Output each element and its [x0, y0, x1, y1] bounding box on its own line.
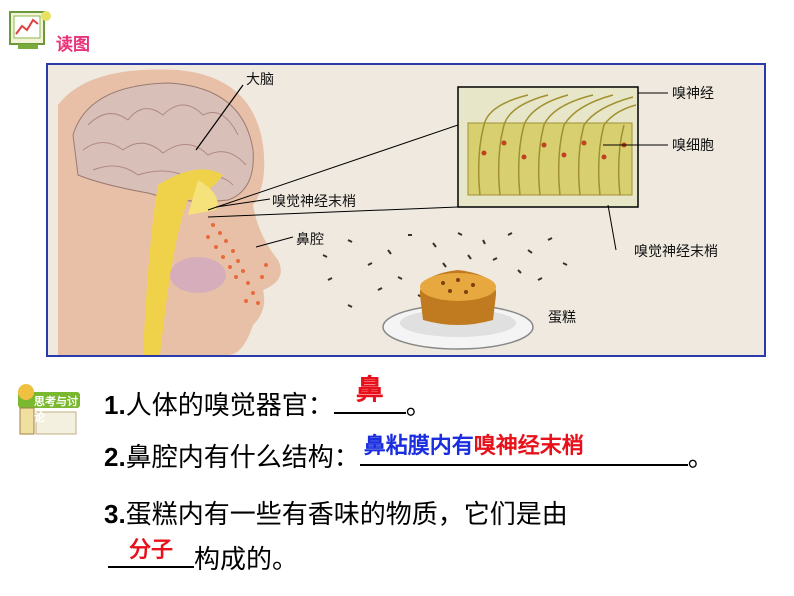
olfactory-diagram: 大脑 嗅神经 嗅细胞 嗅觉神经末梢 鼻腔 嗅觉神经末梢 蛋糕 [46, 63, 766, 357]
q3-end: 构成的。 [194, 545, 299, 575]
q3-answer: 分子 [128, 538, 173, 563]
q2-answer-part1: 鼻粘膜内有 [363, 434, 474, 459]
label-nasal-cavity: 鼻腔 [296, 232, 324, 248]
label-nerve-ending-left: 嗅觉神经末梢 [272, 194, 356, 210]
q3-text: 蛋糕内有一些有香味的物质，它们是由 [125, 500, 568, 530]
question-3-line2: 分子构成的。 [108, 538, 298, 576]
label-olfactory-cell: 嗅细胞 [672, 138, 714, 154]
label-nerve-ending-right: 嗅觉神经末梢 [634, 244, 718, 260]
q2-text: 鼻腔内有什么结构： [125, 443, 360, 473]
olfactory-illustration [58, 69, 668, 355]
think-icon-text: 思考与讨论 [34, 395, 78, 424]
q2-answer-part2: 嗅神经末梢 [473, 434, 584, 459]
q1-text: 人体的嗅觉器官： [125, 391, 334, 421]
q1-end: 。 [405, 391, 432, 421]
label-olfactory-nerve: 嗅神经 [672, 86, 714, 102]
label-brain: 大脑 [246, 72, 274, 88]
q3-number: 3. [104, 499, 126, 529]
think-discuss-icon: 思考与讨论 [16, 378, 84, 440]
header-label: 读图 [56, 35, 90, 55]
smell-particles [322, 232, 568, 308]
q1-blank: 鼻 [333, 373, 406, 414]
q2-end: 。 [687, 443, 714, 473]
q2-blank: 鼻粘膜内有嗅神经末梢 [359, 434, 688, 466]
brain-stem [143, 169, 223, 355]
question-2: 2.鼻腔内有什么结构：鼻粘膜内有嗅神经末梢。 [104, 434, 714, 474]
nasal-dots [206, 223, 268, 305]
reading-chart-icon [8, 6, 54, 52]
q1-answer: 鼻 [355, 373, 384, 406]
question-1: 1.人体的嗅觉器官： 鼻。 [104, 373, 432, 422]
q3-blank: 分子 [108, 538, 194, 568]
label-cake: 蛋糕 [548, 310, 576, 326]
q1-number: 1. [104, 390, 126, 420]
q2-number: 2. [104, 442, 126, 472]
q2-answer: 鼻粘膜内有嗅神经末梢 [364, 428, 688, 460]
question-3-line1: 3.蛋糕内有一些有香味的物质，它们是由 [104, 494, 568, 531]
